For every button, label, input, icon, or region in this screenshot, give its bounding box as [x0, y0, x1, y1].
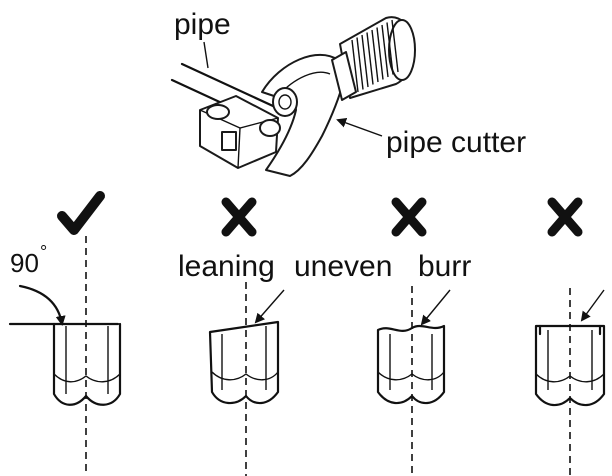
cutter-head: [199, 95, 281, 169]
uneven-label: uneven: [294, 250, 392, 283]
burr-label: burr: [418, 250, 471, 283]
pipe-leader-line: [203, 41, 209, 69]
cutter-body: [258, 53, 347, 177]
cross-icon: [221, 197, 257, 237]
angle-unit: °: [40, 242, 47, 262]
pipe-cutter-label: pipe cutter: [386, 126, 526, 159]
pipe-leaning: [208, 282, 285, 476]
leaning-label: leaning: [178, 250, 275, 283]
pipe-cutter-arrow: [336, 118, 383, 137]
cross-icon: [547, 197, 583, 237]
angle-value: 90: [10, 248, 39, 278]
cross-icon: [391, 197, 427, 237]
cutter-knob: [331, 16, 416, 101]
pipe-burr: [534, 288, 606, 476]
pipe-label: pipe: [174, 8, 231, 41]
pipe-uneven: [376, 286, 451, 476]
check-icon: [57, 191, 105, 235]
pipe-cutter-illustration: pipe pipe cutter: [170, 8, 526, 177]
pipe-correct: [8, 236, 122, 476]
